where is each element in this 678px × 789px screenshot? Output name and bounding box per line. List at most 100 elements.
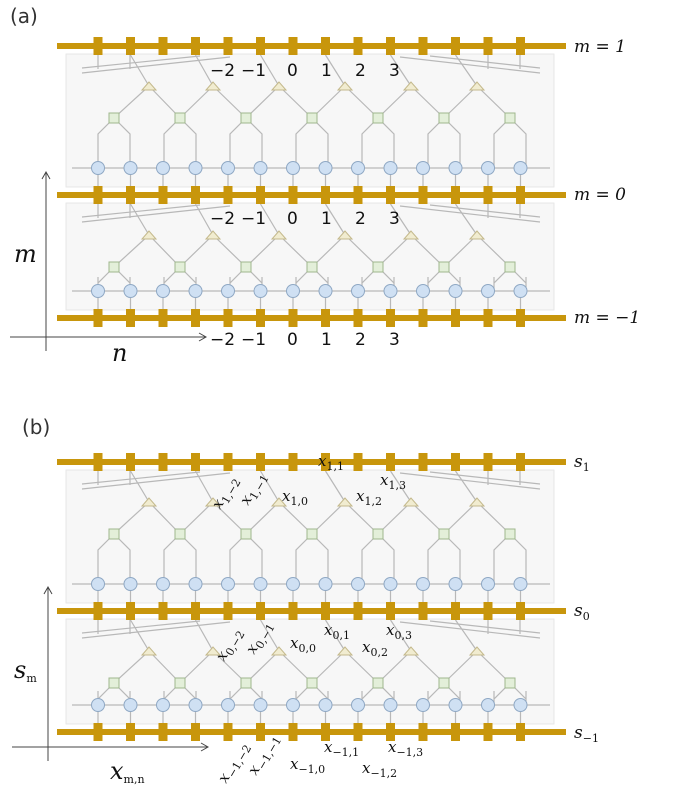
index-label: 1 [321,209,332,229]
wire [163,682,181,705]
bus-tick [158,309,168,327]
wire [377,682,395,705]
bus-tick [353,723,363,741]
fan-wire [429,204,541,218]
factor-node [504,112,516,124]
bus-tick [158,723,168,741]
bus-tick [321,309,330,327]
fan-wire [399,621,541,639]
variable-node [91,698,105,712]
bus-tick [191,309,200,327]
triangle-node [336,230,354,240]
variable-node [156,698,170,712]
index-label: 1 [321,330,332,350]
index-label: 3 [389,330,400,350]
fan-wire [81,204,201,218]
index-label: −1 [241,330,266,350]
factor-node [108,112,120,124]
wire [377,533,395,584]
triangle-node [204,497,222,507]
bus-tick [256,723,265,741]
bus-tick [191,453,200,471]
triangle-node [468,646,486,656]
fan-wire [324,619,346,652]
variable-node [123,698,138,712]
factor-node [108,528,120,540]
variable-node [318,577,333,591]
bus-tick [386,453,395,471]
fan-wire [324,470,346,503]
variable-label: x0,3 [386,621,412,642]
factor-node [372,112,384,124]
wire [443,533,461,584]
wire [493,533,511,584]
y-axis-arrow [41,170,51,180]
fan-wire [129,619,150,652]
fan-wire [455,619,478,652]
variable-node [188,577,203,591]
bus-tick [158,602,168,620]
wire [295,266,313,291]
variable-node [351,698,365,712]
bus-tick [386,602,395,620]
triangle-node [270,646,288,656]
variable-node [513,284,528,298]
fan-wire [81,205,231,223]
bus-tick [256,186,265,204]
wire [163,266,181,291]
bus-tick [158,186,168,204]
variable-label: x−1,1 [324,738,359,759]
variable-node [383,284,398,298]
bus-tick [483,186,493,204]
axis-x-label: xm,n [110,757,145,786]
bus-tick [451,37,460,55]
variable-node [448,161,463,175]
variable-node [318,161,333,175]
index-label: −2 [210,61,235,81]
wire [179,266,197,291]
factor-node [504,261,516,273]
variable-node [188,698,203,712]
row-label-m: m = 1 [574,37,626,57]
factor-node [240,112,252,124]
triangle-node [140,81,158,91]
variable-node [448,284,463,298]
variable-node [318,698,333,712]
bus-tick [288,37,298,55]
row-label-m: m = 0 [574,185,626,205]
x-axis-arrow [200,742,210,752]
variable-node [383,577,398,591]
fan-wire [259,619,280,652]
wire [443,682,461,705]
bus-tick [516,453,525,471]
wire [295,682,313,705]
variable-node [481,284,495,298]
bus-tick [223,186,233,204]
wire [493,266,511,291]
factor-node [174,677,186,689]
factor-node [372,528,384,540]
triangle-node [336,646,354,656]
bus-tick [516,37,525,55]
variable-node [286,161,300,175]
bus-tick [223,309,233,327]
bus-tick [288,602,298,620]
wire [113,501,150,535]
band-background [65,618,555,725]
wire [163,117,181,168]
fan-wire [259,203,280,236]
fan-wire [81,621,231,639]
index-label: 2 [355,330,366,350]
bus-tick [451,453,460,471]
index-label: −2 [210,209,235,229]
bus-tick [451,602,460,620]
variable-node [383,161,398,175]
y-axis-arrow [43,585,53,595]
wire [229,266,247,291]
wire [311,117,329,168]
fan-wire [81,472,231,490]
variable-node [481,698,495,712]
wire [509,266,527,291]
